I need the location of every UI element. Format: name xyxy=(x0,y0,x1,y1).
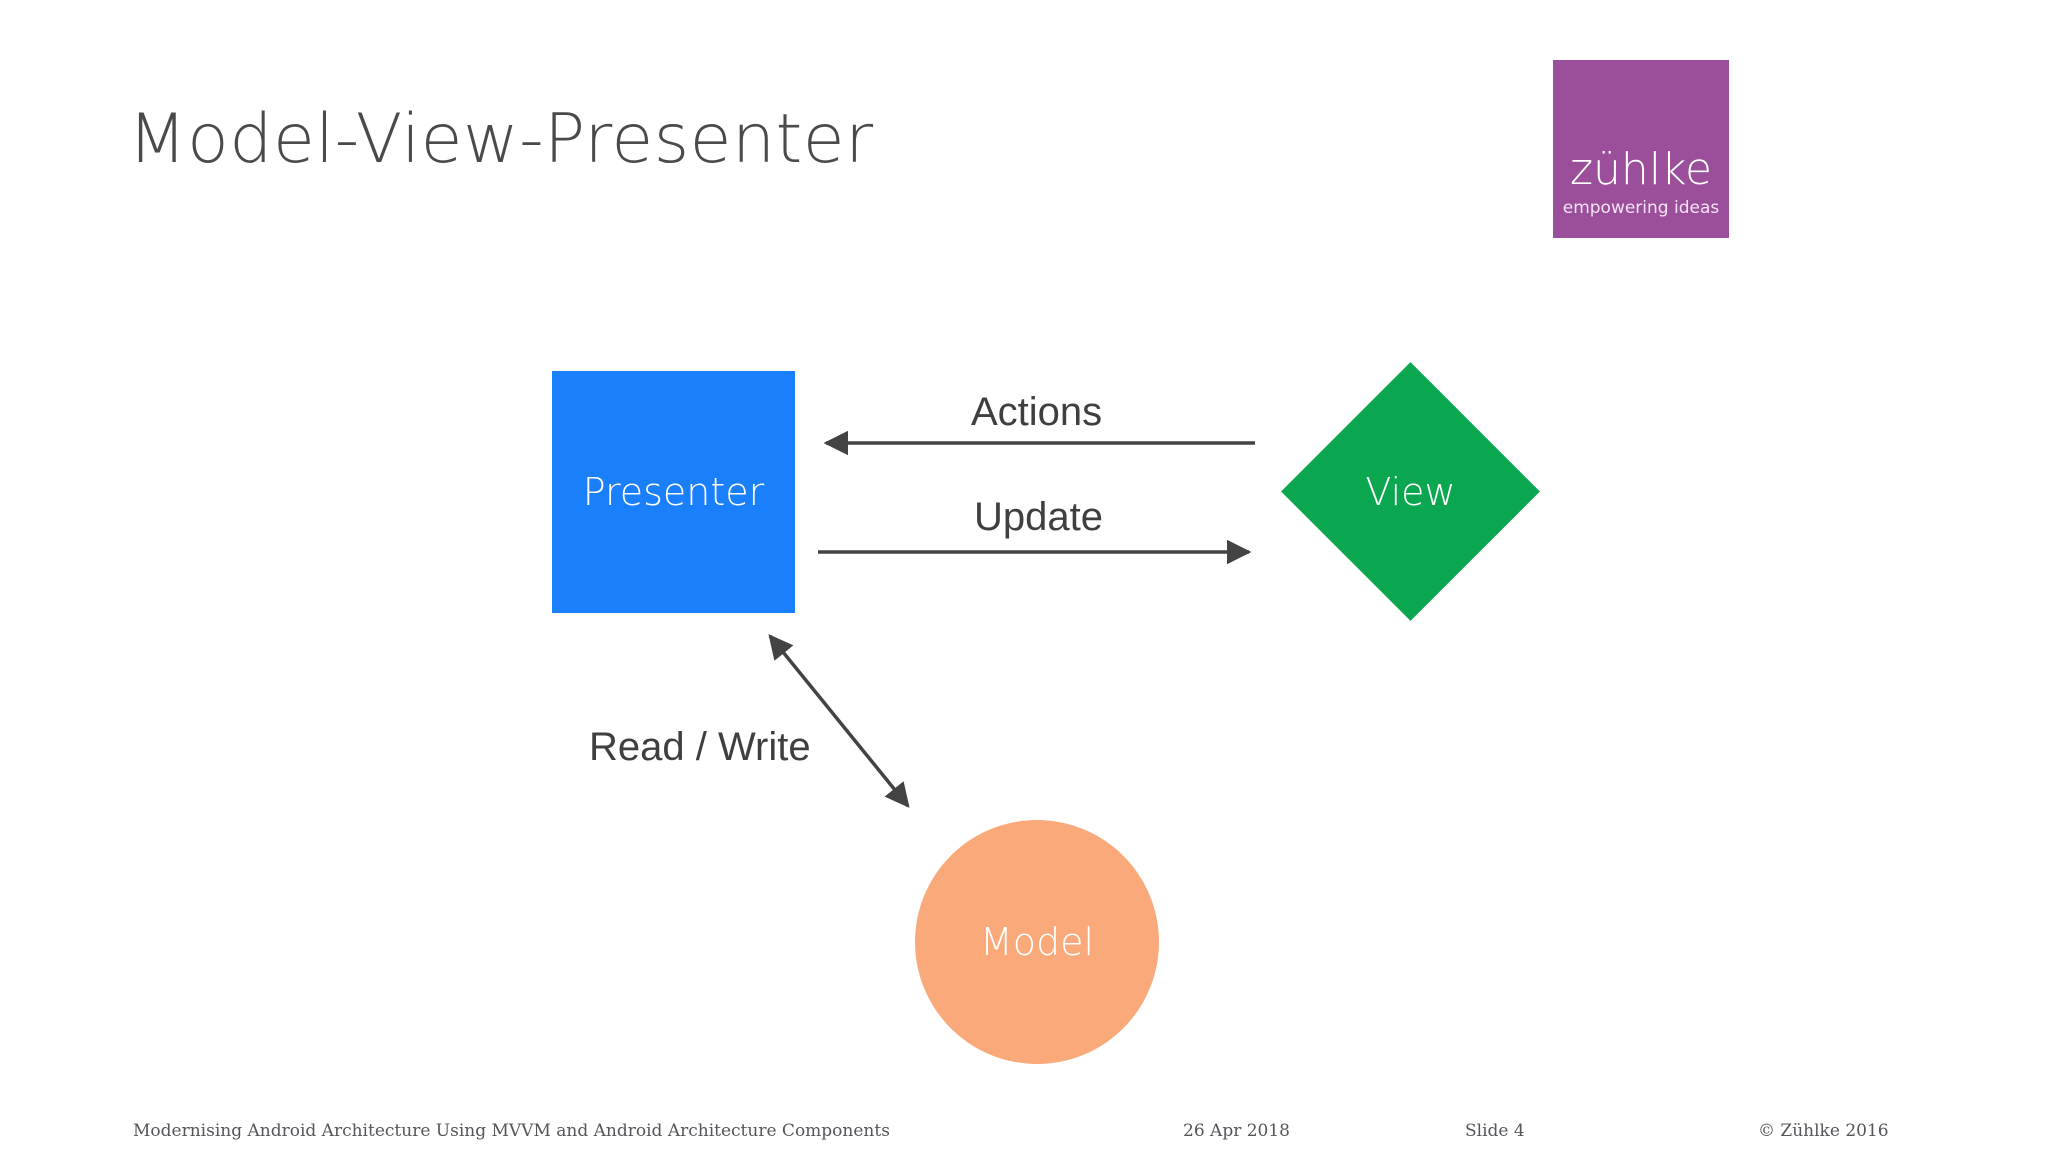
edge-label-actions: Actions xyxy=(971,390,1103,434)
node-model[interactable] xyxy=(915,820,1159,1064)
node-view[interactable] xyxy=(1281,362,1540,621)
zuhlke-logo: zühlke empowering ideas xyxy=(1553,60,1729,238)
logo-wordmark: zühlke xyxy=(1569,144,1713,195)
slide-footer: Modernising Android Architecture Using M… xyxy=(0,1115,2048,1149)
footer-date: 26 Apr 2018 xyxy=(1183,1121,1290,1141)
footer-deck-title: Modernising Android Architecture Using M… xyxy=(133,1121,890,1141)
logo-tagline: empowering ideas xyxy=(1562,198,1720,218)
node-presenter[interactable] xyxy=(552,371,795,613)
node-view-diamond xyxy=(1281,362,1540,621)
edge-read-write-line xyxy=(768,634,910,808)
page-title: Model-View-Presenter xyxy=(128,100,874,179)
footer-copyright: © Zühlke 2016 xyxy=(1758,1121,1889,1141)
footer-slide-number: Slide 4 xyxy=(1465,1121,1525,1141)
edge-label-read-write: Read / Write xyxy=(589,725,811,769)
edge-label-update: Update xyxy=(974,495,1103,539)
